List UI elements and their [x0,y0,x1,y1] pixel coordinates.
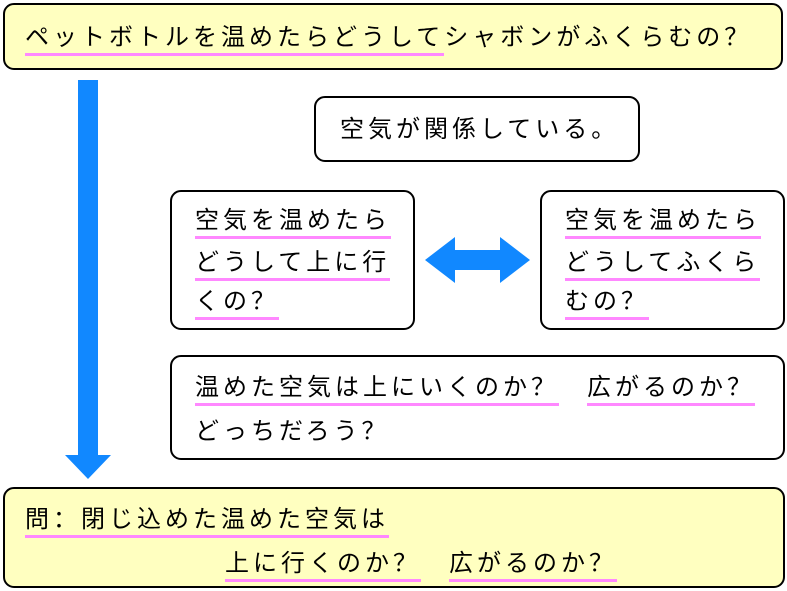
problem-line-2: 上に行くのか？ 広がるのか？ [225,549,617,582]
right-box-line-1-text: 空気を温めたら [565,206,761,239]
left-box-line-3: くの？ [195,287,279,320]
statement-text: 空気が関係している。 [340,115,620,143]
left-box-line-2-text: どうして上に行 [195,248,391,281]
comparison-option-spread: 広がるのか？ [587,373,755,406]
right-box-line-1: 空気を温めたら [565,206,761,239]
down-arrow [65,80,111,479]
question-box: ペットボトルを温めたらどうしてシャボンがふくらむの？ [3,3,783,70]
problem-option-up: 上に行くのか？ [225,549,421,582]
question-text: ペットボトルを温めたらどうしてシャボンがふくらむの？ [25,23,752,56]
comparison-line-1: 温めた空気は上にいくのか？ 広がるのか？ [195,373,755,406]
statement-box: 空気が関係している。 [314,96,640,162]
double-headed-arrow [425,237,530,283]
problem-option-spread: 広がるのか？ [449,549,617,582]
right-hypothesis-box: 空気を温めたら どうしてふくら むの？ [540,190,785,330]
comparison-option-up: 温めた空気は上にいくのか？ [195,373,559,406]
right-box-line-2-text: どうしてふくら [565,248,761,281]
question-rest-text: シャボンがふくらむの？ [444,23,753,51]
right-box-line-2: どうしてふくら [565,248,761,281]
comparison-box: 温めた空気は上にいくのか？ 広がるのか？ どっちだろう？ [170,355,785,460]
right-box-line-3-text: むの？ [565,287,649,320]
problem-line-1: 問：閉じ込めた温めた空気は [25,505,389,538]
problem-line-1-text: 問：閉じ込めた温めた空気は [25,505,389,538]
left-box-line-2: どうして上に行 [195,248,391,281]
question-underlined-text: ペットボトルを温めたらどうして [25,23,445,56]
left-hypothesis-box: 空気を温めたら どうして上に行 くの？ [170,190,415,330]
left-box-line-3-text: くの？ [195,287,279,320]
down-arrow-shaft [78,80,98,456]
left-box-line-1: 空気を温めたら [195,206,391,239]
problem-box: 問：閉じ込めた温めた空気は 上に行くのか？ 広がるのか？ [3,487,785,588]
left-box-line-1-text: 空気を温めたら [195,206,391,239]
comparison-line-2: どっちだろう？ [195,417,390,445]
right-box-line-3: むの？ [565,287,649,320]
down-arrow-head [65,455,111,479]
